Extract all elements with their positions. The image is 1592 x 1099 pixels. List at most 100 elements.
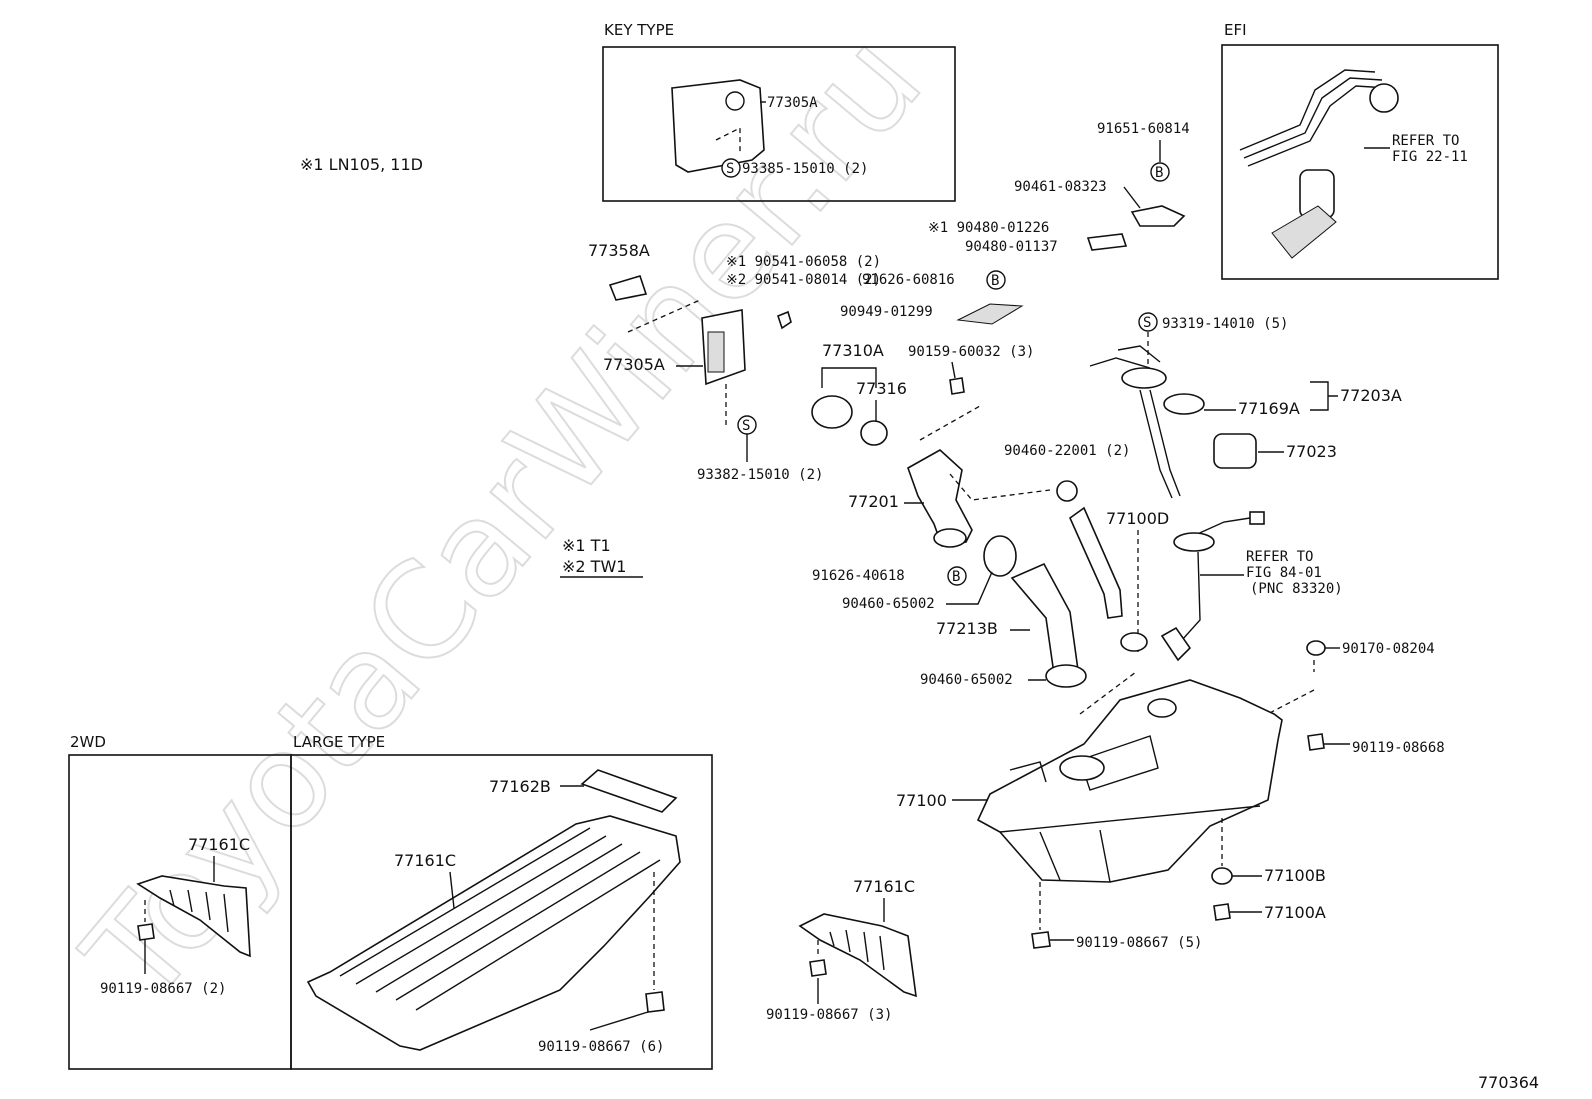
label-77305a-key: 77305A xyxy=(767,95,818,111)
label-77316: 77316 xyxy=(856,379,907,398)
label-77203a: 77203A xyxy=(1340,386,1402,405)
sender-tubes-77203a xyxy=(1089,345,1181,499)
label-refer-84-01-a: REFER TO xyxy=(1246,549,1313,565)
label-77358a: 77358A xyxy=(588,241,650,260)
bolt-90119-08667-5 xyxy=(1031,931,1051,949)
filler-pipe-77201 xyxy=(907,449,973,547)
clamp-90480 xyxy=(1086,233,1128,251)
bolt-90159 xyxy=(949,377,965,395)
label-90949-01299: 90949-01299 xyxy=(840,304,933,320)
efi-box xyxy=(1221,44,1499,280)
efi-pump-filter xyxy=(1271,205,1337,259)
label-77305a: 77305A xyxy=(603,355,665,374)
label-refer-22-11-b: FIG 22-11 xyxy=(1392,149,1468,165)
label-90119-08667-2: 90119-08667 (2) xyxy=(100,981,226,997)
note-model-ln105: ※1 LN105, 11D xyxy=(300,155,423,174)
label-91626-40618: 91626-40618 xyxy=(812,568,905,584)
clamp-90460-65002-b xyxy=(1045,664,1087,688)
hose-77100d xyxy=(1069,506,1123,619)
label-93385-15010: 93385-15010 (2) xyxy=(742,161,868,177)
label-77100b: 77100B xyxy=(1264,866,1326,885)
sender-float xyxy=(1160,626,1192,662)
bolt-90119-08667-2 xyxy=(137,923,155,941)
svg-text:B: B xyxy=(952,569,960,585)
clamp-90460-65002-a xyxy=(983,535,1017,577)
cushion-90949 xyxy=(956,303,1024,325)
cushion-77100b xyxy=(1211,867,1233,885)
label-77161c-mid: 77161C xyxy=(853,877,915,896)
grommet-77316 xyxy=(860,420,888,446)
clip-77358a xyxy=(608,275,648,301)
label-90460-65002-a: 90460-65002 xyxy=(842,596,935,612)
label-77100d: 77100D xyxy=(1106,509,1169,528)
label-90480-01226: ※1 90480-01226 xyxy=(928,220,1049,236)
svg-text:S: S xyxy=(726,161,734,177)
label-77161c-large: 77161C xyxy=(394,851,456,870)
bolt-90119-08667-3 xyxy=(809,959,827,977)
screw-badge xyxy=(721,158,741,178)
section-large-type: LARGE TYPE xyxy=(293,733,385,751)
nut-90170 xyxy=(1306,640,1326,656)
section-2wd: 2WD xyxy=(70,733,106,751)
section-efi: EFI xyxy=(1224,21,1247,39)
bolt-90119-08667-6 xyxy=(645,991,665,1013)
label-77100a: 77100A xyxy=(1264,903,1326,922)
bracket-77162b xyxy=(580,769,678,813)
efi-fuel-lines xyxy=(1239,69,1389,167)
label-90460-22001: 90460-22001 (2) xyxy=(1004,443,1130,459)
key-type-plate-hole xyxy=(725,91,745,111)
label-77310a: 77310A xyxy=(822,341,884,360)
label-91651-60814: 91651-60814 xyxy=(1097,121,1190,137)
label-refer-84-01-c: (PNC 83320) xyxy=(1250,581,1343,597)
svg-text:S: S xyxy=(1143,315,1151,331)
hose-77213b xyxy=(1010,562,1079,675)
label-77023: 77023 xyxy=(1286,442,1337,461)
label-91626-60816: 91626-60816 xyxy=(862,272,955,288)
label-90480-01137: 90480-01137 xyxy=(965,239,1058,255)
efi-sender-flange xyxy=(1369,83,1399,113)
tank-sender-port xyxy=(1147,698,1177,718)
label-77169a: 77169A xyxy=(1238,399,1300,418)
clamp-90460-22001 xyxy=(1056,480,1078,502)
svg-text:S: S xyxy=(742,418,750,434)
sender-plate xyxy=(1121,367,1167,389)
label-77100: 77100 xyxy=(896,791,947,810)
note-t1: ※1 T1 xyxy=(562,536,611,555)
label-90119-08667-6: 90119-08667 (6) xyxy=(538,1039,664,1055)
label-90461-08323: 90461-08323 xyxy=(1014,179,1107,195)
key-type-box xyxy=(602,46,956,202)
label-93319-14010: 93319-14010 (5) xyxy=(1162,316,1288,332)
gasket-77169a xyxy=(1163,393,1205,415)
label-90119-08668: 90119-08668 xyxy=(1352,740,1445,756)
large-type-box xyxy=(290,754,713,1070)
bolt-90541 xyxy=(777,310,792,330)
label-90119-08667-3: 90119-08667 (3) xyxy=(766,1007,892,1023)
svg-text:B: B xyxy=(1155,165,1163,181)
figure-number: 770364 xyxy=(1478,1073,1539,1092)
protector-77161c-large xyxy=(306,815,681,1051)
label-90170-08204: 90170-08204 xyxy=(1342,641,1435,657)
protector-77161c-mid xyxy=(798,913,917,998)
label-77213b: 77213B xyxy=(936,619,998,638)
fuel-tank-77100 xyxy=(976,679,1283,883)
grommet-77310a xyxy=(811,395,853,429)
label-90541-06058: ※1 90541-06058 (2) xyxy=(726,254,881,270)
label-93382-15010: 93382-15010 (2) xyxy=(697,467,823,483)
nut-77100a xyxy=(1213,903,1231,921)
label-77161c-2wd: 77161C xyxy=(188,835,250,854)
bracket-90461 xyxy=(1130,205,1186,227)
label-77201: 77201 xyxy=(848,492,899,511)
filter-77023 xyxy=(1213,433,1257,469)
label-refer-22-11-a: REFER TO xyxy=(1392,133,1459,149)
label-90119-08667-5: 90119-08667 (5) xyxy=(1076,935,1202,951)
key-type-cover-plate xyxy=(671,79,765,173)
tank-filler-neck xyxy=(1059,755,1105,781)
label-90159-60032: 90159-60032 (3) xyxy=(908,344,1034,360)
label-90541-08014: ※2 90541-08014 (2) xyxy=(726,272,881,288)
note-tw1: ※2 TW1 xyxy=(562,557,626,576)
section-key-type: KEY TYPE xyxy=(604,21,674,39)
label-90460-65002-b: 90460-65002 xyxy=(920,672,1013,688)
fuel-level-sender xyxy=(1173,532,1215,552)
bolt-90119-08668 xyxy=(1307,733,1325,751)
